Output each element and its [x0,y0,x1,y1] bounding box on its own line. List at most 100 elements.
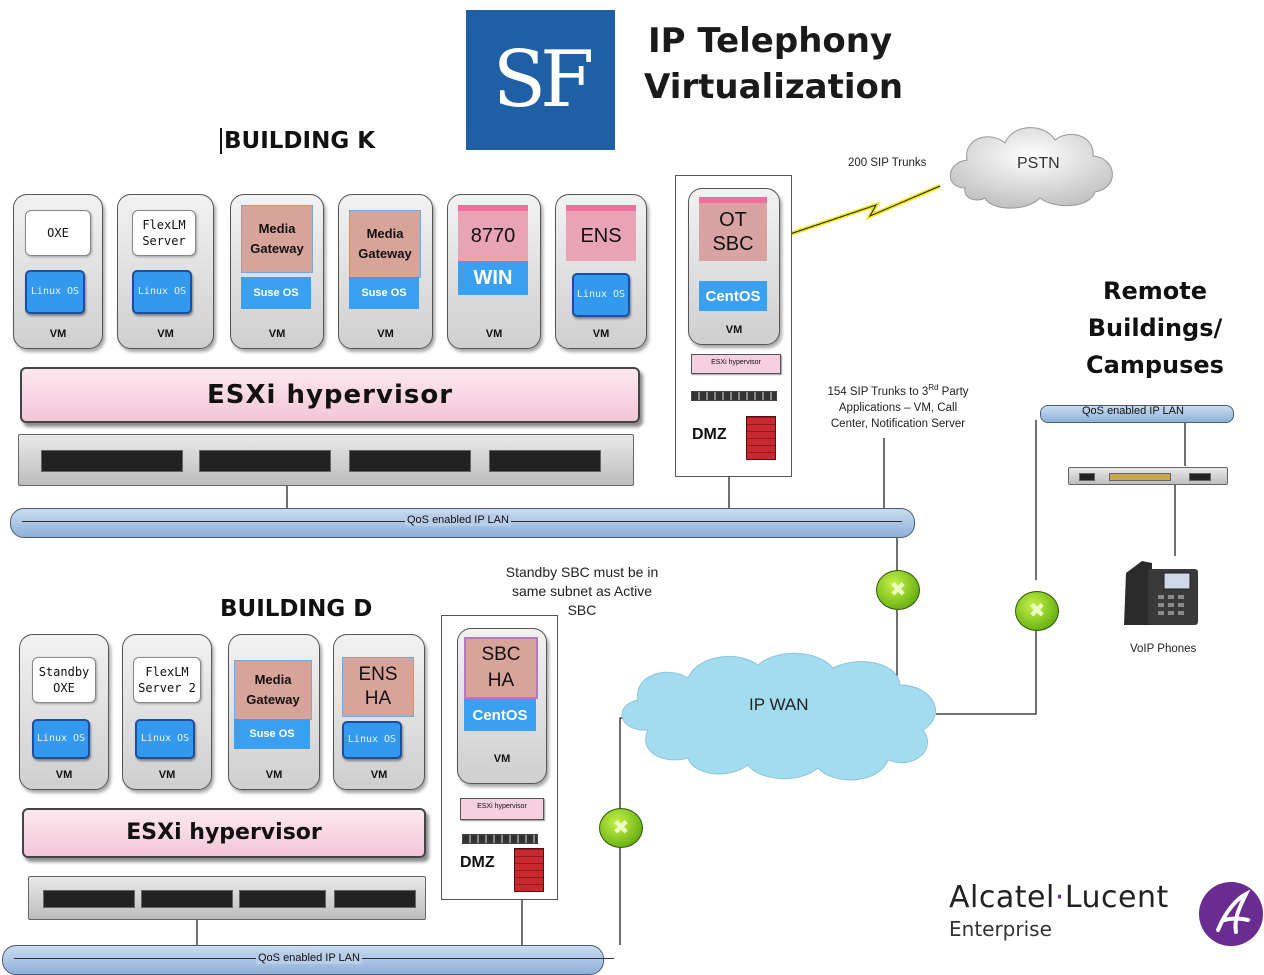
app-media-gateway: Media Gateway [349,210,421,278]
mini-hypervisor-k: ESXi hypervisor [691,354,781,374]
app-ot: OT [719,209,747,231]
vm-d-ens-ha[interactable]: ENS HA Linux OS VM [333,634,425,790]
os-linux: Linux OS [572,273,630,317]
sip-trunks-label: 200 SIP Trunks [848,157,927,169]
mini-server-d [462,834,538,844]
os-linux: Linux OS [132,270,192,314]
third-party-note-line-2: Applications – VM, Call [838,401,958,414]
sf-logo-text: SF [492,35,595,125]
router-k-icon [876,570,920,610]
vm-k-media-gateway-1[interactable]: Media Gateway Suse OS VM [230,194,324,349]
server-d [28,876,426,920]
vm-k-media-gateway-2[interactable]: Media Gateway Suse OS VM [338,194,433,349]
dmz-label-k: DMZ [692,426,727,443]
esxi-hypervisor-k: ESXi hypervisor [20,367,640,423]
os-suse: Suse OS [234,719,310,749]
app-ot-sbc: OT SBC [699,197,767,261]
vm-label: VM [493,753,511,765]
os-linux: Linux OS [135,719,195,759]
vm-d-sbc-ha[interactable]: SBC HA CentOS VM [457,628,547,784]
vm-label: VM [265,769,283,781]
building-d-label: BUILDING D [220,596,373,622]
alcatel-lucent-emblem-icon [1199,882,1263,946]
vm-k-8770[interactable]: 8770 WIN VM [447,194,541,349]
third-party-note-line-3: Center, Notification Server [830,417,966,430]
voip-phones-label: VoIP Phones [1130,643,1197,655]
vm-k-ens[interactable]: ENS Linux OS VM [555,194,647,349]
ip-wan-cloud [621,652,936,781]
lan-label-d: QoS enabled IP LAN [256,952,362,964]
voip-phone-icon [1124,561,1198,625]
dmz-d: SBC HA CentOS VM ESXi hypervisor DMZ [441,615,558,900]
vm-k-ot-sbc[interactable]: OT SBC CentOS VM [688,188,780,345]
os-suse: Suse OS [349,277,419,309]
third-party-note-line-1: 154 SIP Trunks to 3Rd Party [812,380,984,400]
app-flexlm-2: FlexLM Server 2 [133,657,201,703]
standby-note: Standby SBC must be in same subnet as Ac… [487,563,677,620]
dmz-label-d: DMZ [460,854,495,871]
vm-d-standby-oxe[interactable]: Standby OXE Linux OS VM [19,634,109,790]
sf-logo: SF [466,10,615,150]
title-line-1: IP Telephony [648,21,893,61]
remote-title-line-3: Campuses [1086,351,1224,379]
app-8770: 8770 [458,205,528,261]
router-remote-icon [1015,591,1059,631]
alcatel-lucent-logo: Alcatel·Lucent Enterprise [949,880,1169,941]
mini-hypervisor-d: ESXi hypervisor [460,798,544,820]
server-k [18,434,634,486]
vm-k-flexlm[interactable]: FlexLM Server Linux OS VM [117,194,214,349]
router-d-icon [599,808,643,848]
page-title: IP Telephony Virtualization [644,18,903,110]
esxi-hypervisor-d: ESXi hypervisor [22,808,426,858]
third-party-note-sup: Rd [928,383,939,392]
ip-wan-label: IP WAN [749,695,809,714]
app-sbc-ha: SBC HA [464,637,538,699]
pstn-label: PSTN [1017,155,1060,172]
vm-label: VM [268,328,286,340]
standby-note-line-1: Standby SBC must be in [505,564,659,580]
remote-title-line-1: Remote [1102,277,1207,305]
mini-server-k [691,391,777,401]
lan-pipe-remote [1040,405,1234,423]
vm-label: VM [157,328,174,340]
os-linux: Linux OS [32,719,90,759]
os-linux: Linux OS [342,721,402,759]
brand-separator: · [1054,880,1065,915]
remote-title-line-2: Buildings/ [1087,314,1223,342]
app-sbc: SBC [712,233,754,255]
app-ens: ENS [358,664,398,685]
firewall-icon [514,848,544,892]
building-k-label: BUILDING K [220,128,375,154]
pstn-cloud [949,127,1113,209]
app-media-gateway: Media Gateway [234,660,312,720]
app-ha: HA [364,688,392,709]
third-party-note-b: Party [938,385,969,398]
vm-label: VM [49,328,67,340]
vm-label: VM [725,324,743,336]
firewall-icon [746,416,776,460]
remote-title: Remote Buildings/ Campuses [1080,273,1230,384]
os-suse: Suse OS [241,277,311,309]
app-ens: ENS [566,205,636,261]
vm-d-flexlm[interactable]: FlexLM Server 2 Linux OS VM [122,634,212,790]
app-ens-ha: ENS HA [342,657,414,717]
brand-name-2: Lucent [1064,880,1169,915]
vm-label: VM [370,769,388,781]
standby-note-line-3: SBC [567,602,597,618]
vm-label: VM [158,769,176,781]
vm-label: VM [55,769,73,781]
third-party-note-a: 154 SIP Trunks to 3 [827,385,929,398]
os-win: WIN [458,261,528,295]
lan-label-k: QoS enabled IP LAN [405,514,511,526]
vm-label: VM [592,328,610,340]
third-party-note: 154 SIP Trunks to 3Rd Party Applications… [812,380,984,432]
app-oxe: OXE [25,210,91,256]
vm-d-media-gateway[interactable]: Media Gateway Suse OS VM [228,634,320,790]
app-standby-oxe: Standby OXE [32,657,96,703]
dmz-k: OT SBC CentOS VM ESXi hypervisor DMZ [675,175,792,477]
lan-label-remote: QoS enabled IP LAN [1082,405,1184,417]
vm-k-oxe[interactable]: OXE Linux OS VM [13,194,103,349]
brand-name: Alcatel·Lucent [949,880,1169,915]
remote-switch [1068,467,1228,485]
